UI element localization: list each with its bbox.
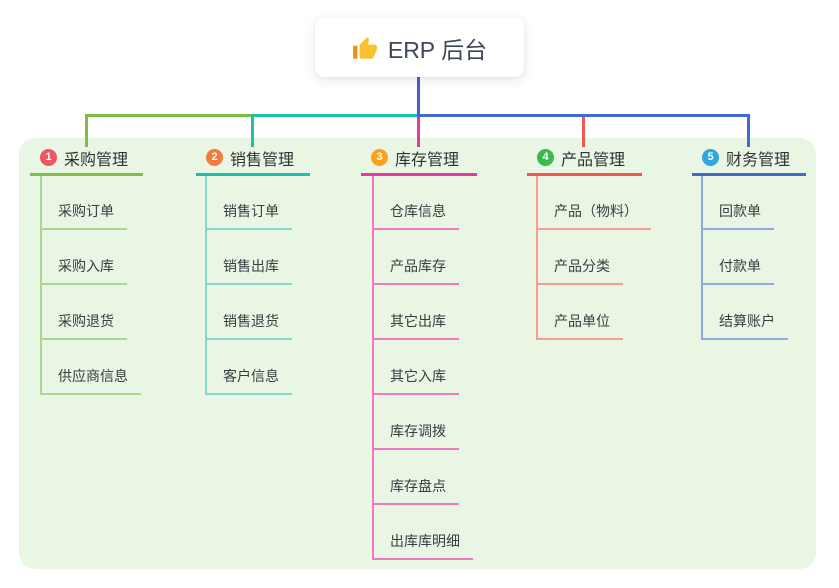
branch-node-sales[interactable]: 2 销售管理 xyxy=(196,147,310,176)
branch-node-product[interactable]: 4 产品管理 xyxy=(527,147,642,176)
child-node[interactable]: 结算账户 xyxy=(703,285,788,340)
branch4-children: 产品（物料） 产品分类 产品单位 xyxy=(536,176,651,340)
child-node[interactable]: 采购退货 xyxy=(42,285,127,340)
child-node[interactable]: 产品单位 xyxy=(538,285,623,340)
child-node[interactable]: 销售订单 xyxy=(207,176,292,230)
branch-node-inventory[interactable]: 3 库存管理 xyxy=(361,147,477,176)
child-node[interactable]: 客户信息 xyxy=(207,340,292,395)
badge-1-icon: 1 xyxy=(40,149,57,166)
connector-drop-branch1 xyxy=(85,114,88,147)
thumbs-up-icon xyxy=(352,36,377,59)
child-node[interactable]: 出库库明细 xyxy=(374,505,473,560)
branch-label: 产品管理 xyxy=(561,151,626,169)
child-node[interactable]: 回款单 xyxy=(703,176,774,230)
branch-label: 财务管理 xyxy=(726,151,791,169)
child-node[interactable]: 采购订单 xyxy=(42,176,127,230)
child-node[interactable]: 供应商信息 xyxy=(42,340,141,395)
child-node[interactable]: 其它出库 xyxy=(374,285,459,340)
connector-branch5 xyxy=(417,114,750,117)
child-node[interactable]: 产品分类 xyxy=(538,230,623,285)
connector-root xyxy=(417,77,420,117)
branch2-children: 销售订单 销售出库 销售退货 客户信息 xyxy=(205,176,292,395)
badge-5-icon: 5 xyxy=(702,149,719,166)
child-node[interactable]: 销售退货 xyxy=(207,285,292,340)
branch-label: 销售管理 xyxy=(230,151,295,169)
root-node[interactable]: ERP 后台 xyxy=(315,18,524,77)
branch3-children: 仓库信息 产品库存 其它出库 其它入库 库存调拨 库存盘点 出库库明细 xyxy=(372,176,473,560)
badge-2-icon: 2 xyxy=(206,149,223,166)
branch5-children: 回款单 付款单 结算账户 xyxy=(701,176,788,340)
connector-drop-branch3 xyxy=(417,117,420,147)
mindmap-panel xyxy=(19,138,816,569)
connector-drop-branch5 xyxy=(747,114,750,147)
child-node[interactable]: 付款单 xyxy=(703,230,774,285)
badge-4-icon: 4 xyxy=(537,149,554,166)
child-node[interactable]: 库存盘点 xyxy=(374,450,459,505)
child-node[interactable]: 仓库信息 xyxy=(374,176,459,230)
child-node[interactable]: 采购入库 xyxy=(42,230,127,285)
branch-node-purchase[interactable]: 1 采购管理 xyxy=(30,147,143,176)
connector-drop-branch2 xyxy=(251,114,254,147)
child-node[interactable]: 产品（物料） xyxy=(538,176,651,230)
branch1-children: 采购订单 采购入库 采购退货 供应商信息 xyxy=(40,176,141,395)
badge-3-icon: 3 xyxy=(371,149,388,166)
child-node[interactable]: 其它入库 xyxy=(374,340,459,395)
child-node[interactable]: 库存调拨 xyxy=(374,395,459,450)
branch-label: 库存管理 xyxy=(395,151,460,169)
root-title: ERP 后台 xyxy=(387,36,488,63)
connector-drop-branch4 xyxy=(582,117,585,147)
child-node[interactable]: 产品库存 xyxy=(374,230,459,285)
branch-node-finance[interactable]: 5 财务管理 xyxy=(692,147,806,176)
connector-branch1 xyxy=(85,114,253,117)
child-node[interactable]: 销售出库 xyxy=(207,230,292,285)
branch-label: 采购管理 xyxy=(64,151,129,169)
connector-branch2 xyxy=(251,114,419,117)
